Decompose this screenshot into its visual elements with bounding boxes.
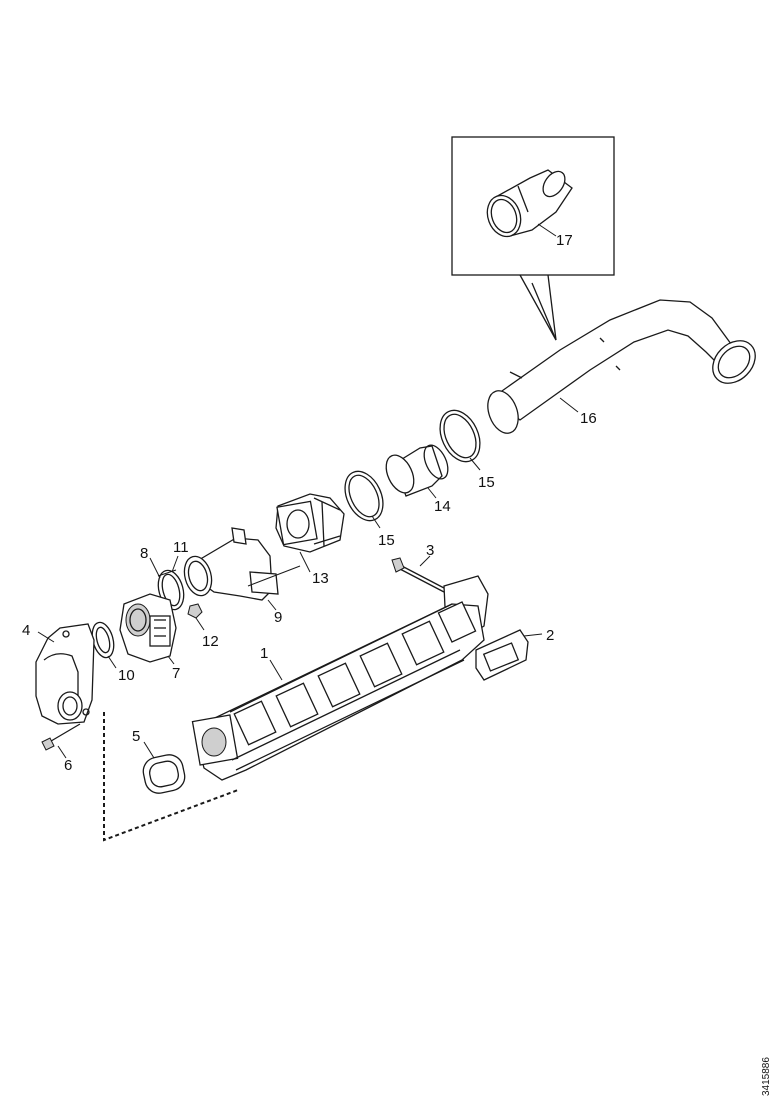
part-13-housing <box>275 493 345 553</box>
callout-7: 7 <box>172 665 180 682</box>
callout-15-lower: 15 <box>378 532 395 549</box>
part-14-sleeve <box>385 444 449 497</box>
callout-14: 14 <box>434 498 451 515</box>
part-15-clamp-lower <box>344 470 384 522</box>
callout-1: 1 <box>260 645 268 662</box>
part-12-nut <box>187 603 203 619</box>
part-7-valve-body <box>119 593 177 663</box>
callout-13: 13 <box>312 570 329 587</box>
part-16-intake-pipe <box>487 299 756 434</box>
callout-8: 8 <box>140 545 148 562</box>
part-1-manifold <box>191 601 485 781</box>
manifold-ports <box>233 601 477 746</box>
assembly-reference-line <box>103 712 239 842</box>
callout-15-upper: 15 <box>478 474 495 491</box>
part-9-outlet-flange <box>183 527 301 601</box>
part-6-bolt <box>41 723 81 751</box>
callout-10: 10 <box>118 667 135 684</box>
callout-11: 11 <box>173 539 189 556</box>
part-5-gasket <box>142 754 186 794</box>
callout-3: 3 <box>426 542 434 559</box>
part-4-elbow <box>35 623 95 725</box>
detail-inset <box>451 136 615 341</box>
part-17-elbow <box>486 169 573 238</box>
callout-6: 6 <box>64 757 72 774</box>
part-3-bolt <box>391 557 445 593</box>
callout-17: 17 <box>556 232 573 249</box>
callout-9: 9 <box>274 609 282 626</box>
drawing-reference-id: 3415886 <box>761 1057 772 1096</box>
callout-12: 12 <box>202 633 219 650</box>
callout-2: 2 <box>546 627 554 644</box>
callout-5: 5 <box>132 728 140 745</box>
callout-labels: 17 16 15 14 15 3 13 8 11 9 12 2 4 10 7 1… <box>22 232 597 774</box>
callout-16: 16 <box>580 410 597 427</box>
part-15-clamp-upper <box>439 409 481 463</box>
callout-4: 4 <box>22 622 30 639</box>
